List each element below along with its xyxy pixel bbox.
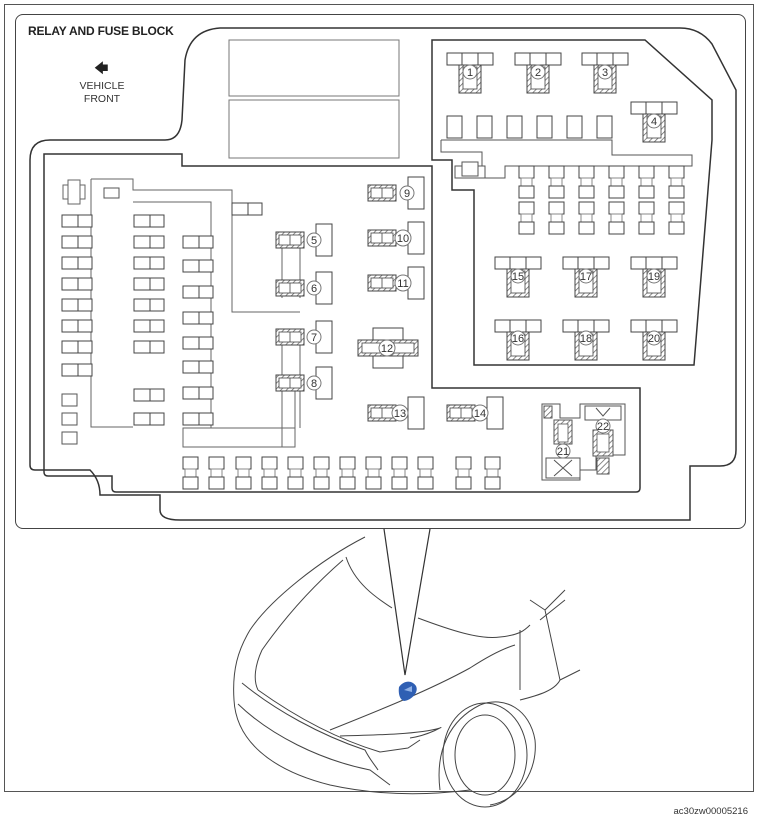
svg-text:19: 19 bbox=[648, 271, 660, 283]
relay-13: 13 bbox=[367, 396, 425, 430]
svg-text:17: 17 bbox=[580, 271, 592, 283]
relay-5: 5 bbox=[275, 223, 333, 257]
bus-bar-right bbox=[440, 139, 693, 179]
svg-text:20: 20 bbox=[648, 333, 660, 345]
relay-20: 20 bbox=[630, 319, 678, 361]
relay-19: 19 bbox=[630, 256, 678, 298]
arrow-left-icon: 🡄 bbox=[94, 60, 109, 76]
vehicle-front-line1: VEHICLE bbox=[79, 80, 125, 92]
relay-6: 6 bbox=[275, 271, 333, 305]
vehicle-illustration bbox=[233, 536, 581, 808]
svg-text:10: 10 bbox=[397, 233, 409, 245]
fuse-top bbox=[231, 202, 263, 216]
relay-7: 7 bbox=[275, 320, 333, 354]
svg-text:4: 4 bbox=[651, 116, 657, 128]
relay-14: 14 bbox=[446, 396, 504, 430]
fuse-column-1-small bbox=[61, 393, 78, 445]
fuse-column-3 bbox=[182, 235, 214, 426]
location-marker-icon bbox=[398, 681, 417, 701]
relay-16: 16 bbox=[494, 319, 542, 361]
fuse-column-1 bbox=[61, 214, 93, 377]
figure-code: ac30zw00005216 bbox=[673, 806, 748, 817]
relay-12: 12 bbox=[357, 327, 419, 369]
relay-17: 17 bbox=[562, 256, 610, 298]
module-lower bbox=[228, 99, 400, 159]
svg-text:1: 1 bbox=[467, 67, 473, 79]
svg-text:15: 15 bbox=[512, 271, 524, 283]
fuse-column-2 bbox=[133, 214, 165, 426]
svg-text:12: 12 bbox=[381, 343, 393, 355]
fuse-row-right-3 bbox=[518, 201, 685, 235]
svg-text:13: 13 bbox=[394, 408, 406, 420]
relay-3: 3 bbox=[581, 52, 629, 94]
fuse-row-right-2 bbox=[518, 165, 685, 199]
relay-2: 2 bbox=[514, 52, 562, 94]
diagram-title: RELAY AND FUSE BLOCK bbox=[28, 24, 174, 38]
svg-text:22: 22 bbox=[597, 421, 609, 433]
svg-text:21: 21 bbox=[557, 446, 569, 458]
svg-text:11: 11 bbox=[397, 278, 408, 290]
fuse-row-right-top bbox=[446, 115, 613, 139]
svg-text:9: 9 bbox=[404, 188, 410, 200]
vehicle-front-line2: FRONT bbox=[83, 93, 121, 105]
vehicle-front-label: VEHICLE FRONT bbox=[62, 80, 142, 106]
callout-leader bbox=[383, 528, 431, 676]
block-outline bbox=[29, 27, 737, 521]
svg-text:16: 16 bbox=[512, 333, 524, 345]
relay-1: 1 bbox=[446, 52, 494, 94]
bus-bar-left bbox=[90, 178, 300, 448]
svg-text:3: 3 bbox=[602, 67, 608, 79]
svg-text:6: 6 bbox=[311, 283, 317, 295]
svg-text:8: 8 bbox=[311, 378, 317, 390]
relay-9: 9 bbox=[367, 176, 425, 210]
relay-18: 18 bbox=[562, 319, 610, 361]
svg-text:14: 14 bbox=[474, 408, 486, 420]
relay-21-22: 21 22 bbox=[541, 403, 626, 481]
svg-text:2: 2 bbox=[535, 67, 541, 79]
right-compartment-outline bbox=[431, 39, 713, 366]
figure-frame bbox=[4, 4, 754, 792]
relay-4: 4 bbox=[630, 101, 678, 143]
inner-compartment-outline bbox=[43, 153, 641, 493]
relay-10: 10 bbox=[367, 221, 425, 255]
svg-text:7: 7 bbox=[311, 332, 317, 344]
relay-15: 15 bbox=[494, 256, 542, 298]
svg-text:5: 5 bbox=[311, 235, 317, 247]
svg-text:18: 18 bbox=[580, 333, 592, 345]
module-upper bbox=[228, 39, 400, 97]
relay-8: 8 bbox=[275, 366, 333, 400]
fuse-row-bottom bbox=[182, 456, 501, 490]
relay-11: 11 bbox=[367, 266, 425, 300]
